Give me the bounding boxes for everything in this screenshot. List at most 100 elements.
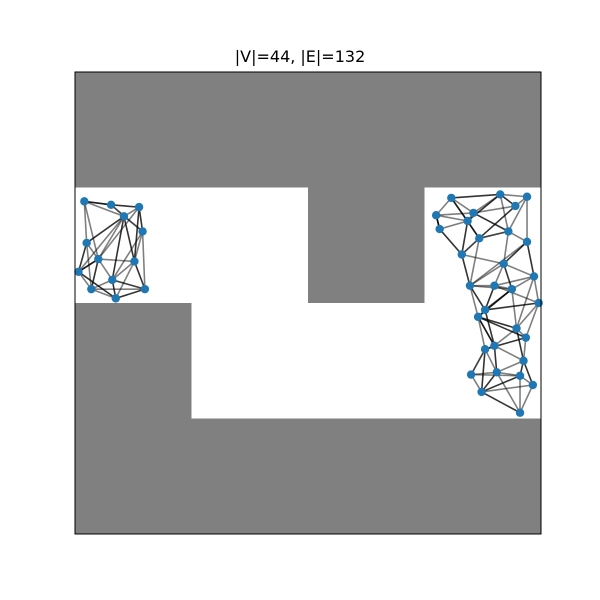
- graph-node: [522, 237, 532, 246]
- graph-edge: [515, 302, 540, 329]
- graph-edge: [484, 348, 498, 373]
- graph-edge: [133, 207, 140, 262]
- graph-edge: [493, 345, 498, 373]
- graph-edge: [494, 345, 524, 362]
- graph-node: [480, 305, 490, 315]
- nodes-layer: [74, 190, 543, 417]
- graph-edge: [479, 230, 509, 240]
- graph-edge: [111, 260, 135, 281]
- graph-edge: [496, 371, 521, 414]
- graph-edge: [469, 263, 505, 287]
- graph-edge: [86, 215, 125, 244]
- graph-edge: [470, 348, 486, 375]
- graph-edge: [115, 288, 146, 300]
- graph-node: [475, 234, 484, 243]
- graph-edge: [502, 263, 513, 290]
- graph-edge: [91, 288, 117, 300]
- graph-node: [134, 202, 144, 212]
- graph-node: [473, 312, 483, 322]
- graph-edge: [494, 275, 535, 287]
- graph-node: [492, 368, 501, 377]
- graph-edge: [481, 375, 521, 393]
- graph-edge: [484, 302, 539, 311]
- graph-node: [94, 254, 103, 264]
- graph-edge: [83, 201, 88, 243]
- graph-edge: [84, 200, 112, 206]
- graph-node: [74, 267, 83, 277]
- graph-edge: [97, 215, 125, 260]
- graph-edge: [461, 253, 504, 265]
- graph-edge: [115, 261, 136, 299]
- graph-edge: [481, 391, 521, 414]
- obstacle-0: [75, 72, 541, 188]
- graph-node: [528, 380, 538, 390]
- graph-edge: [473, 212, 509, 233]
- graph-node: [138, 227, 147, 236]
- graph-edge: [469, 241, 528, 287]
- graph-node: [108, 275, 117, 285]
- graph-node: [496, 190, 505, 199]
- graph-edge: [526, 241, 535, 277]
- graph-edge: [477, 316, 527, 339]
- graph-edge: [484, 288, 513, 311]
- graph-node: [511, 201, 520, 211]
- graph-edge: [484, 285, 496, 311]
- graph-edge: [133, 261, 146, 290]
- graph-node: [466, 370, 476, 379]
- graph-edge: [84, 200, 125, 218]
- graph-edge: [496, 360, 524, 374]
- graph-edge: [515, 276, 535, 329]
- graph-node: [480, 345, 490, 354]
- obstacle-3: [191, 418, 541, 534]
- graph-node: [477, 387, 486, 397]
- graph-node: [465, 281, 475, 290]
- graph-node: [490, 341, 499, 350]
- graph-edge: [77, 242, 88, 273]
- graph-edge: [111, 204, 140, 208]
- graph-edge: [78, 271, 117, 300]
- obstacles-layer: [75, 72, 541, 534]
- graph-edge: [473, 205, 516, 214]
- obstacle-2: [75, 303, 192, 534]
- graph-edge: [477, 316, 486, 350]
- graph-edge: [112, 279, 146, 290]
- graph-node: [106, 200, 116, 210]
- graph-node: [111, 294, 120, 303]
- graph-edge: [436, 214, 468, 222]
- graph-edge: [97, 206, 140, 260]
- graph-node: [519, 356, 528, 365]
- graph-node: [469, 208, 478, 218]
- graph-edge: [511, 289, 518, 329]
- graph-edge: [111, 230, 144, 281]
- graph-edge: [469, 238, 481, 286]
- graph-edge: [477, 316, 496, 347]
- graph-node: [80, 197, 89, 206]
- graph-edge: [90, 258, 100, 290]
- graph-node: [119, 212, 129, 221]
- graph-edge: [469, 285, 479, 318]
- graph-node: [435, 224, 444, 234]
- graph-node: [512, 324, 521, 333]
- graph-edge: [461, 254, 471, 286]
- graph-edge: [460, 220, 469, 255]
- graph-node: [534, 298, 543, 308]
- graph-edge: [77, 215, 125, 273]
- graph-node: [130, 257, 139, 266]
- graph-edge: [451, 193, 501, 199]
- graph-edge: [439, 228, 463, 256]
- graph-edge: [85, 242, 93, 290]
- graph-node: [87, 284, 96, 294]
- graph-edge: [500, 193, 528, 198]
- graph-edge: [519, 384, 534, 414]
- graph-edge: [522, 360, 534, 386]
- graph-edge: [133, 231, 144, 262]
- graph-edge: [439, 220, 468, 230]
- graph-edge: [503, 262, 535, 278]
- graph-edge: [469, 285, 486, 311]
- obstacle-1: [308, 187, 425, 303]
- graph-node: [522, 192, 532, 201]
- plot-frame: [74, 71, 542, 535]
- graph-edge: [507, 196, 528, 232]
- graph-node: [82, 238, 91, 248]
